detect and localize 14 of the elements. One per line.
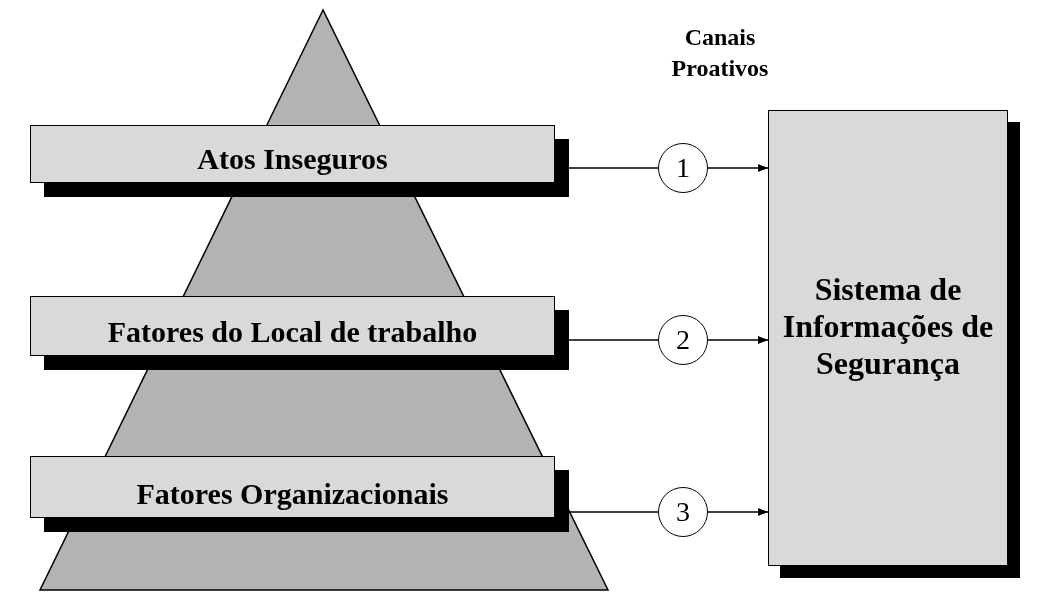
node-label: Fatores do Local de trabalho — [107, 315, 478, 349]
arrow — [707, 163, 769, 173]
channel-circle — [658, 487, 708, 537]
channel-number: 2 — [676, 324, 690, 356]
node-label: Atos Inseguros — [197, 142, 388, 176]
arrow — [707, 335, 769, 345]
node-label: Sistema de Informações de Segurança — [781, 271, 995, 382]
channel-circle — [658, 315, 708, 365]
channel-number: 1 — [676, 152, 690, 184]
arrow — [707, 507, 769, 517]
node-label: Fatores Organizacionais — [136, 477, 449, 511]
channel-number: 3 — [676, 496, 690, 528]
channel-heading: Canais Proativos — [670, 23, 770, 84]
channel-circle — [658, 143, 708, 193]
